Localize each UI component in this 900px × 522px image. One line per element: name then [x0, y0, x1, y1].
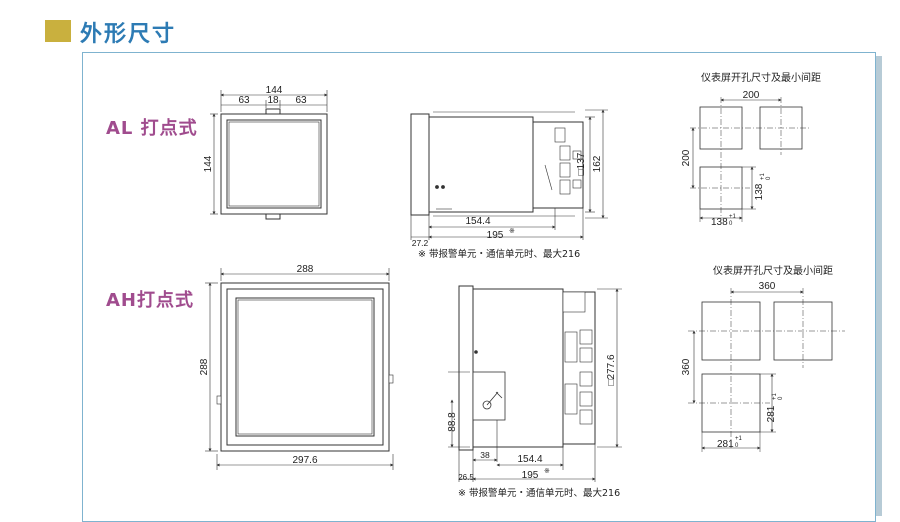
- al-note: ※ 带报警单元・通信单元时、最大216: [418, 248, 580, 260]
- ah-side-view: [448, 285, 622, 482]
- section-title: 外形尺寸: [80, 22, 177, 47]
- al-side-view: [410, 109, 608, 240]
- ah-side-depth-2-mark: ※: [544, 468, 550, 475]
- al-cutout-diagram: [690, 97, 810, 222]
- al-front-height: 144: [203, 155, 214, 172]
- ah-cutout-pitch-v: 360: [681, 358, 692, 375]
- al-model-label: AL 打点式: [106, 118, 198, 139]
- ah-cutout-hole-h-tol-low: 0: [778, 396, 784, 400]
- al-side-height-1: □137: [576, 152, 587, 175]
- ah-front-height: 288: [199, 358, 210, 375]
- al-cutout-pitch-v: 200: [681, 149, 692, 166]
- al-front-view: [210, 90, 328, 220]
- al-side-depth-2-mark: ※: [509, 228, 515, 235]
- ah-cutout-hole-w: 281: [717, 439, 734, 450]
- ah-cutout-title: 仪表屏开孔尺寸及最小间距: [713, 264, 833, 277]
- ah-front-width: 288: [297, 264, 314, 275]
- al-side-depth-2: 195: [487, 230, 504, 241]
- section-header: 外形尺寸: [0, 0, 900, 50]
- ah-model-label: AH打点式: [106, 290, 194, 311]
- al-side-height-2: 162: [592, 155, 603, 172]
- ah-cutout-hole-w-tol-up: +1: [735, 436, 743, 442]
- ah-side-offset: 26.5: [458, 473, 474, 482]
- al-front-seg-mid: 18: [267, 95, 279, 106]
- al-side-offset: 27.2: [412, 238, 429, 248]
- title-marker: [45, 20, 71, 42]
- frame-shadow: [876, 56, 882, 516]
- ah-cutout-hole-h: 281: [766, 405, 777, 422]
- ah-side-depth-2: 195: [522, 470, 539, 481]
- al-front-width: 144: [266, 85, 283, 96]
- ah-side-depth-3: 38: [480, 450, 490, 460]
- al-side-depth-1: 154.4: [465, 216, 490, 227]
- ah-cutout-diagram: [688, 288, 845, 452]
- al-cutout-hole-w-tol-low: 0: [729, 221, 733, 227]
- ah-cutout-hole-w-tol-low: 0: [735, 443, 739, 449]
- al-cutout-hole-h-tol-low: 0: [766, 176, 772, 180]
- ah-cutout-pitch-h: 360: [759, 281, 776, 292]
- al-front-seg-left: 63: [238, 95, 250, 106]
- ah-side-height-2: □277.6: [606, 354, 617, 386]
- al-cutout-hole-w: 138: [711, 217, 728, 228]
- al-cutout-pitch-h: 200: [743, 90, 760, 101]
- ah-front-view: [205, 268, 394, 470]
- dimension-drawings: 144 63 18 63 144 154.4 195 ※ 27.2: [199, 71, 845, 499]
- ah-side-height-1: 88.8: [447, 412, 458, 432]
- ah-note: ※ 带报警单元・通信单元时、最大216: [458, 487, 620, 499]
- ah-front-bottom-width: 297.6: [292, 455, 317, 466]
- ah-cutout-hole-h-tol-up: +1: [772, 392, 778, 400]
- al-cutout-hole-h: 138: [754, 183, 765, 200]
- ah-side-depth-1: 154.4: [517, 454, 542, 465]
- al-cutout-title: 仪表屏开孔尺寸及最小间距: [701, 71, 821, 84]
- al-front-seg-right: 63: [295, 95, 307, 106]
- al-cutout-hole-w-tol-up: +1: [729, 214, 737, 220]
- al-cutout-hole-h-tol-up: +1: [760, 172, 766, 180]
